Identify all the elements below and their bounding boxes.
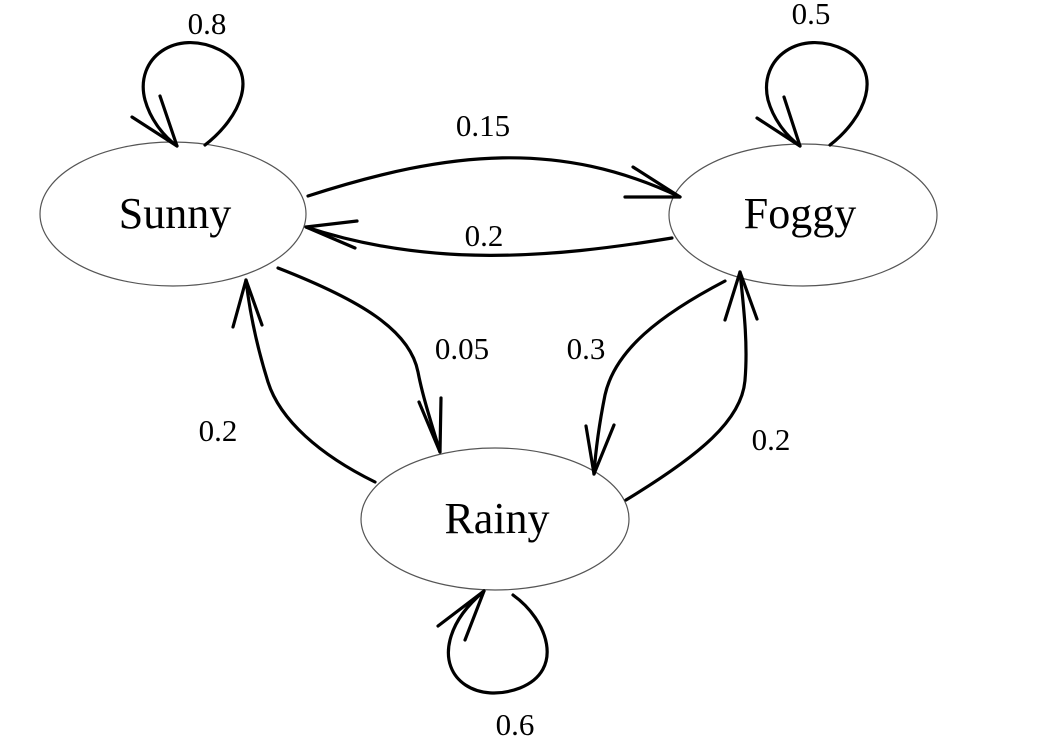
edge-foggy-to-foggy-line [764, 40, 869, 148]
edge-rainy-to-rainy-line [446, 589, 549, 695]
edge-rainy-to-sunny-label: 0.2 [199, 413, 238, 448]
edge-sunny-to-rainy-line [276, 266, 442, 454]
state-rainy-label: Rainy [444, 494, 549, 543]
edge-foggy-to-sunny-arrowhead [304, 219, 359, 250]
state-foggy: Foggy [668, 143, 938, 287]
edge-foggy-to-rainy-line [592, 279, 727, 476]
edge-foggy-to-sunny: 0.2 [304, 218, 674, 257]
edge-foggy-to-rainy-label: 0.3 [567, 331, 606, 366]
edge-rainy-to-sunny: 0.2 [199, 278, 377, 484]
state-foggy-label: Foggy [744, 189, 856, 238]
state-rainy-ellipse [360, 447, 630, 591]
edge-rainy-to-sunny-line [244, 278, 377, 484]
edge-sunny-to-sunny-label: 0.8 [188, 6, 227, 41]
edge-sunny-to-rainy-label: 0.05 [435, 331, 489, 366]
edge-sunny-to-foggy-line [306, 156, 682, 199]
edge-rainy-to-foggy: 0.2 [624, 270, 791, 502]
state-sunny: Sunny [39, 141, 307, 287]
edge-rainy-to-sunny-arrowhead [231, 278, 264, 329]
edge-foggy-to-rainy-arrowhead [584, 423, 616, 476]
edge-foggy-to-foggy-label: 0.5 [792, 0, 831, 31]
edge-rainy-to-foggy-arrowhead [723, 270, 759, 322]
edge-foggy-to-sunny-line [304, 225, 674, 257]
edge-sunny-to-foggy-arrowhead [623, 165, 682, 199]
state-foggy-ellipse [668, 143, 938, 287]
edge-foggy-to-foggy-arrowhead [755, 95, 802, 148]
edge-sunny-to-sunny-arrowhead [130, 94, 179, 148]
edge-rainy-to-foggy-label: 0.2 [752, 422, 791, 457]
state-sunny-label: Sunny [119, 189, 231, 238]
edge-foggy-to-foggy: 0.5 [755, 0, 869, 148]
edge-sunny-to-rainy: 0.05 [276, 266, 489, 454]
state-rainy: Rainy [360, 447, 630, 591]
edge-sunny-to-foggy-label: 0.15 [456, 108, 510, 143]
edge-sunny-to-foggy: 0.15 [306, 108, 682, 199]
edge-sunny-to-sunny-line [141, 40, 245, 148]
edge-sunny-to-sunny: 0.8 [130, 6, 245, 148]
edge-rainy-to-rainy-arrowhead [436, 589, 486, 642]
edge-sunny-to-rainy-arrowhead [417, 396, 443, 454]
edge-rainy-to-rainy: 0.6 [436, 589, 549, 742]
edge-rainy-to-rainy-label: 0.6 [496, 707, 535, 742]
edge-rainy-to-foggy-line [624, 270, 748, 502]
edge-foggy-to-rainy: 0.3 [567, 279, 727, 476]
edge-foggy-to-sunny-label: 0.2 [465, 218, 504, 253]
